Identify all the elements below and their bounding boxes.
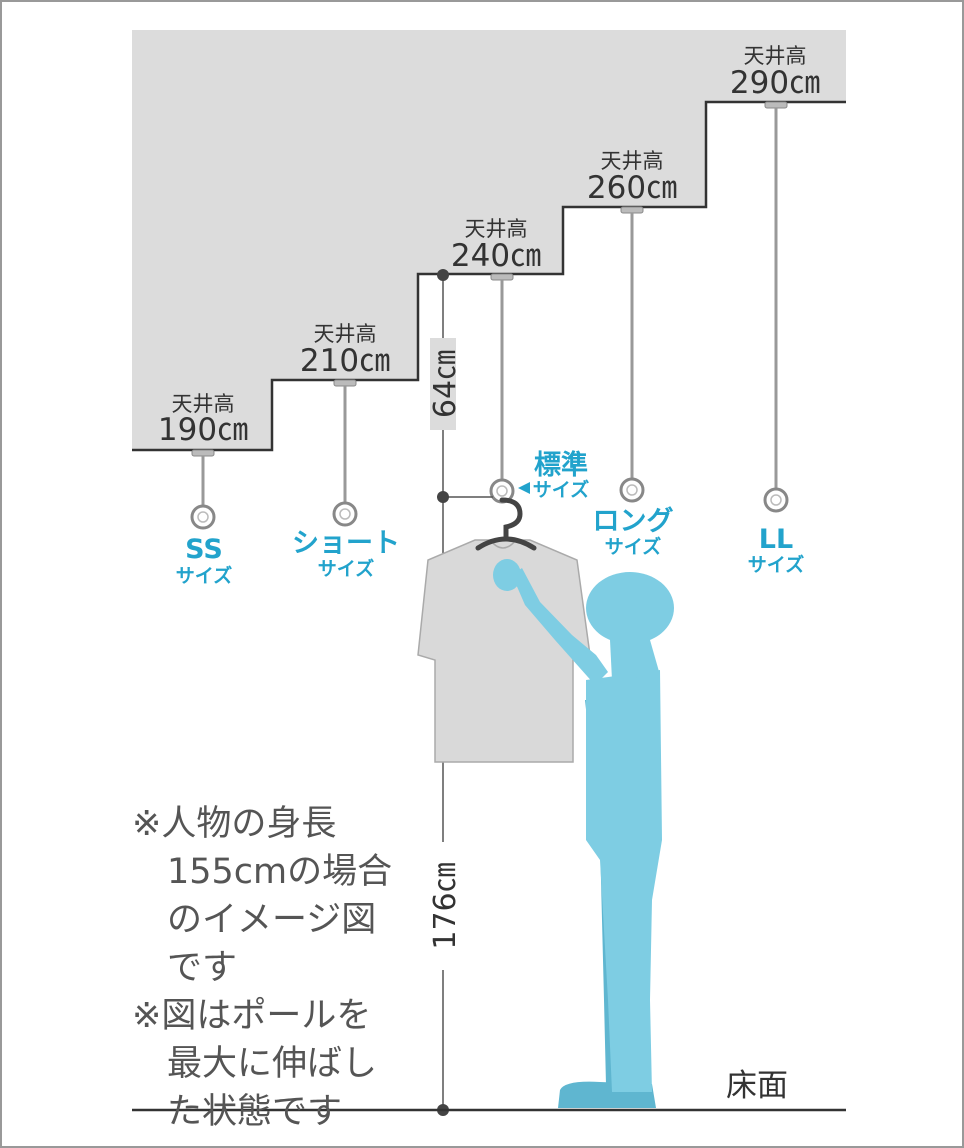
hanger-icon [475, 497, 537, 551]
note-line: 最大に伸ばし [167, 1044, 378, 1084]
dimension-dot-top [437, 269, 449, 281]
ceiling-label-210: 天井高 [314, 322, 377, 346]
size-sub-ll: サイズ [748, 553, 804, 576]
pole-standard [489, 273, 515, 504]
person-reaching-icon [493, 559, 674, 1108]
ceiling-edge-line [132, 100, 846, 452]
size-name-short: ショート [292, 528, 400, 559]
ceiling-label-290: 天井高 [744, 44, 807, 68]
note-line: た状態です [167, 1092, 343, 1132]
pole-long [619, 206, 645, 503]
size-name-long: ロング [593, 505, 674, 537]
pole-ll [763, 101, 789, 513]
tshirt-icon [417, 539, 591, 763]
ceiling-value-290: 290㎝ [730, 65, 820, 101]
ceiling-label-240: 天井高 [465, 217, 528, 241]
pole-short [332, 379, 358, 527]
pole-ss [190, 449, 216, 530]
ceiling-value-240: 240㎝ [451, 238, 541, 274]
ceiling-label-190: 天井高 [172, 392, 235, 416]
ceiling-value-190: 190㎝ [158, 412, 248, 448]
ceiling-value-260: 260㎝ [587, 170, 677, 206]
ceiling-label-260: 天井高 [601, 149, 664, 173]
size-name-standard: 標準 [534, 449, 588, 481]
note-line: ※図はポールを [132, 996, 372, 1036]
triangle-pointer-icon [518, 482, 530, 494]
note-line: のイメージ図 [167, 900, 377, 940]
dimension-dot-middle [437, 491, 449, 503]
ceiling-value-210: 210㎝ [300, 343, 390, 379]
size-name-ll: LL [759, 524, 793, 555]
notes-block: ※人物の身長 155cmの場合 のイメージ図 です ※図はポールを 最大に伸ばし… [132, 800, 432, 1136]
stepped-ceiling [132, 30, 846, 450]
size-sub-standard: サイズ [533, 478, 589, 501]
size-sub-short: サイズ [318, 557, 374, 580]
dimension-upper: 64㎝ [428, 350, 463, 418]
dimension-lower: 176㎝ [428, 862, 463, 949]
size-name-ss: SS [185, 534, 223, 565]
note-line: 155cmの場合 [167, 852, 393, 892]
note-line: ※人物の身長 [132, 804, 337, 844]
size-sub-long: サイズ [605, 535, 661, 558]
note-line: です [167, 948, 238, 988]
size-sub-ss: サイズ [176, 564, 232, 587]
floor-label: 床面 [726, 1068, 788, 1104]
